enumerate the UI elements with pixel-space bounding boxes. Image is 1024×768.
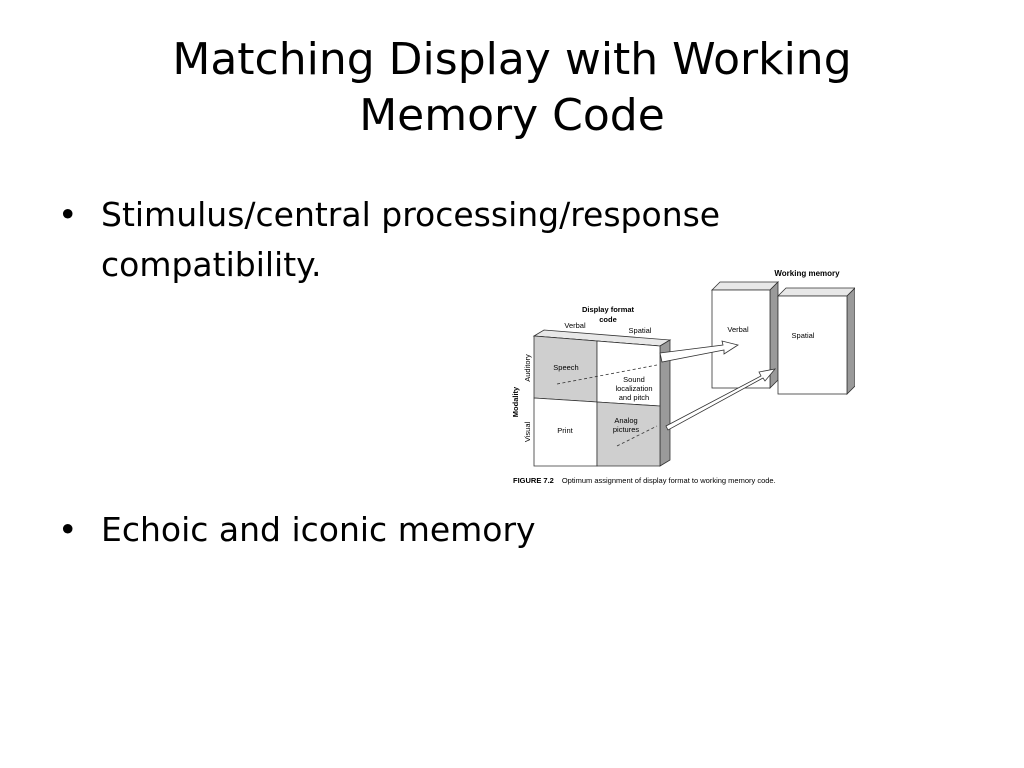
display-format-label-line-1: Display format	[582, 305, 635, 314]
row-auditory-label: Auditory	[523, 354, 532, 382]
figure-caption-label: FIGURE 7.2	[513, 476, 554, 485]
slide-title: Matching Display with Working Memory Cod…	[0, 32, 1024, 144]
display-format-label-line-2: code	[599, 315, 617, 324]
cell-sound-label-line-2: localization	[615, 384, 652, 393]
cell-speech-label: Speech	[553, 363, 578, 372]
cell-print-label: Print	[557, 426, 573, 435]
bullet-item: • Stimulus/central processing/response c…	[58, 190, 858, 290]
column-spatial-label: Spatial	[629, 326, 652, 335]
figure-7-2: Working memory Verbal Spatial Display fo…	[505, 262, 855, 492]
figure-caption-text: Optimum assignment of display format to …	[562, 476, 776, 485]
slide-title-line-1: Matching Display with Working	[172, 34, 852, 85]
arrow-speech-to-verbal	[556, 340, 739, 385]
row-visual-label: Visual	[523, 422, 532, 443]
figure-caption: FIGURE 7.2 Optimum assignment of display …	[513, 476, 776, 485]
slide-title-line-2: Memory Code	[359, 90, 665, 141]
bullet-marker: •	[58, 195, 78, 234]
modality-label: Modality	[511, 386, 520, 417]
wm-spatial-box	[777, 287, 855, 395]
cell-sound-label-line-1: Sound	[623, 375, 645, 384]
bullet-item: • Echoic and iconic memory	[58, 505, 658, 555]
bullet-text: Echoic and iconic memory	[101, 510, 536, 549]
cell-analog-label-line-1: Analog	[614, 416, 637, 425]
wm-spatial-label: Spatial	[792, 331, 815, 340]
bullet-marker: •	[58, 510, 78, 549]
arrow-analog-to-spatial	[616, 368, 777, 447]
figure-diagram: Working memory Verbal Spatial Display fo…	[511, 269, 855, 485]
wm-verbal-label: Verbal	[727, 325, 749, 334]
cell-analog-label-line-2: pictures	[613, 425, 640, 434]
bullet-text-line-2: compatibility.	[101, 245, 322, 284]
cell-sound-label-line-3: and pitch	[619, 393, 649, 402]
bullet-text-line-1: Stimulus/central processing/response	[101, 195, 721, 234]
display-format-matrix	[532, 329, 672, 467]
column-verbal-label: Verbal	[564, 321, 586, 330]
working-memory-label: Working memory	[774, 269, 840, 278]
